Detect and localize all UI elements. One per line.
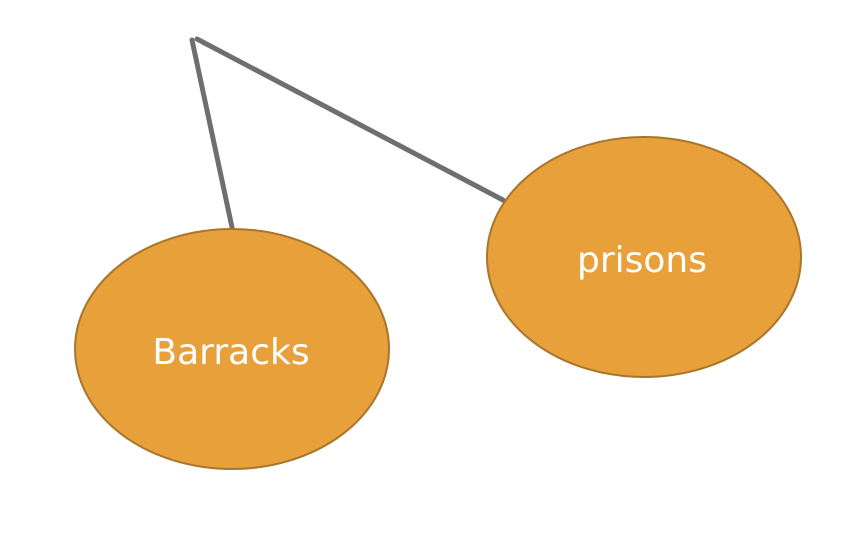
node-barracks-shape [74,228,390,470]
connectors [189,36,506,235]
node-prisons: prisons [486,136,802,378]
node-prisons-shape [486,136,802,378]
node-barracks-label: Barracks [152,332,309,373]
connector-to-prisons [194,36,506,203]
node-prisons-label: prisons [577,240,707,281]
connector-to-barracks [189,37,236,235]
node-barracks: Barracks [74,228,390,470]
